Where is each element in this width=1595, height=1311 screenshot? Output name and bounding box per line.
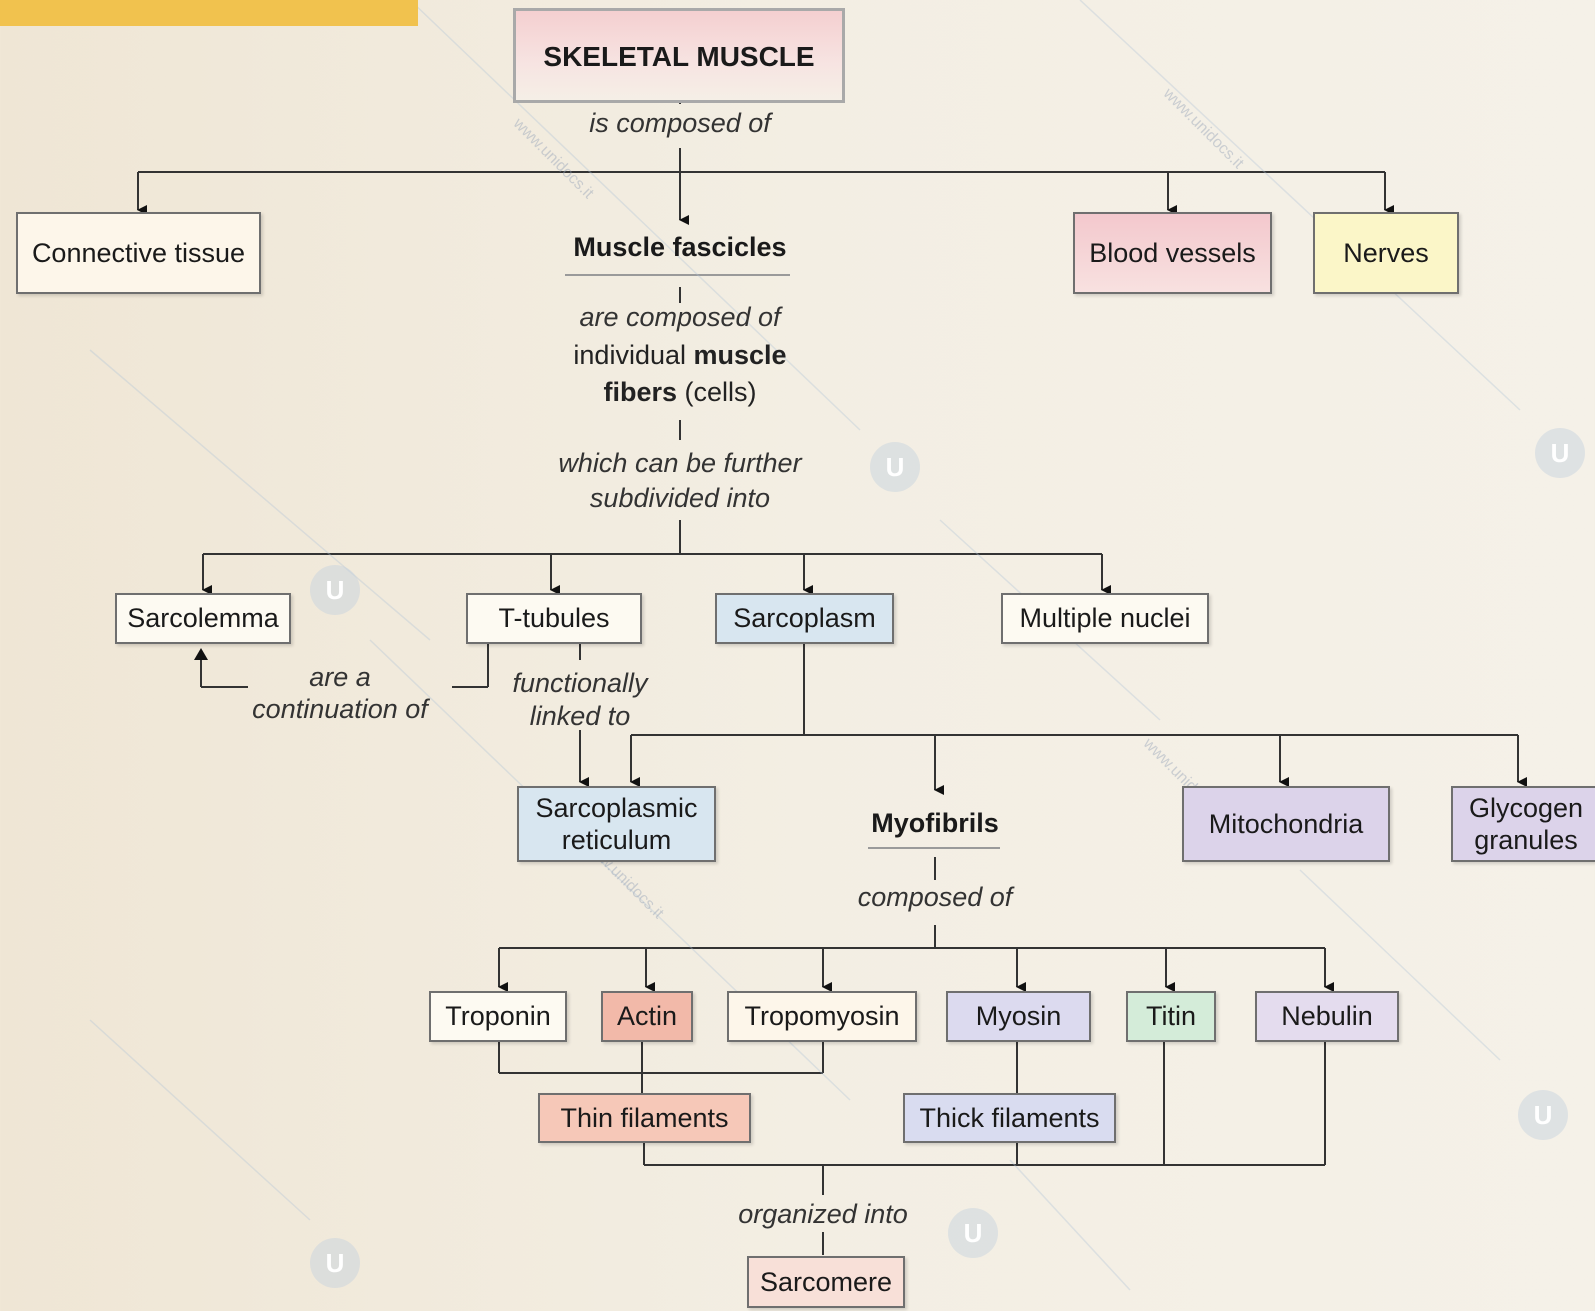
skeletal-muscle-title: SKELETAL MUSCLE xyxy=(513,8,845,103)
box-thin-filaments: Thin filaments xyxy=(538,1093,751,1143)
watermark-logo-icon: U xyxy=(1535,428,1585,478)
label-are-composed-of: are composed of xyxy=(579,302,781,332)
corner-accent-bar xyxy=(0,0,418,26)
muscle-fibers-text-line: individual muscle xyxy=(573,340,787,370)
sr-line-1: Sarcoplasmic xyxy=(535,792,698,823)
sr-line-2: reticulum xyxy=(561,825,672,855)
box-actin: Actin xyxy=(601,991,693,1042)
box-nerves: Nerves xyxy=(1313,212,1459,294)
label-which-can-be-further: which can be further xyxy=(558,448,802,478)
box-thick-filaments: Thick filaments xyxy=(903,1093,1116,1143)
watermark-logo-icon: U xyxy=(948,1208,998,1258)
label-subdivided-into: subdivided into xyxy=(589,483,771,513)
muscle-fibers-text-line: fibers (cells) xyxy=(603,377,757,407)
watermark-logo-icon: U xyxy=(870,442,920,492)
glycogen-line-2: granules xyxy=(1474,825,1578,855)
myofibrils-heading: Myofibrils xyxy=(871,808,999,838)
box-myosin: Myosin xyxy=(946,991,1091,1042)
box-sarcoplasm: Sarcoplasm xyxy=(715,593,894,644)
label-are-a: are a xyxy=(309,662,371,692)
label-is-composed-of: is composed of xyxy=(589,108,771,138)
box-sarcomere: Sarcomere xyxy=(747,1256,905,1308)
box-blood-vessels: Blood vessels xyxy=(1073,212,1272,294)
box-nebulin: Nebulin xyxy=(1255,991,1399,1042)
label-linked-to: linked to xyxy=(529,701,631,731)
label-continuation-of: continuation of xyxy=(252,694,428,724)
box-t-tubules: T-tubules xyxy=(466,593,642,644)
label-organized-into: organized into xyxy=(738,1199,908,1229)
box-mitochondria: Mitochondria xyxy=(1182,786,1390,862)
box-sarcoplasmic-reticulum: Sarcoplasmic reticulum xyxy=(517,786,716,862)
box-sarcolemma: Sarcolemma xyxy=(115,593,291,644)
label-composed-of: composed of xyxy=(857,882,1013,912)
box-multiple-nuclei: Multiple nuclei xyxy=(1001,593,1209,644)
box-glycogen-granules: Glycogen granules xyxy=(1451,786,1595,862)
label-functionally: functionally xyxy=(512,668,648,698)
watermark-logo-icon: U xyxy=(310,1238,360,1288)
box-connective-tissue: Connective tissue xyxy=(16,212,261,294)
muscle-fascicles-heading: Muscle fascicles xyxy=(573,232,787,262)
watermark-logo-icon: U xyxy=(310,565,360,615)
watermark-logo-icon: U xyxy=(1518,1090,1568,1140)
glycogen-line-1: Glycogen xyxy=(1468,792,1584,823)
box-troponin: Troponin xyxy=(429,991,567,1042)
box-titin: Titin xyxy=(1126,991,1216,1042)
box-tropomyosin: Tropomyosin xyxy=(727,991,917,1042)
